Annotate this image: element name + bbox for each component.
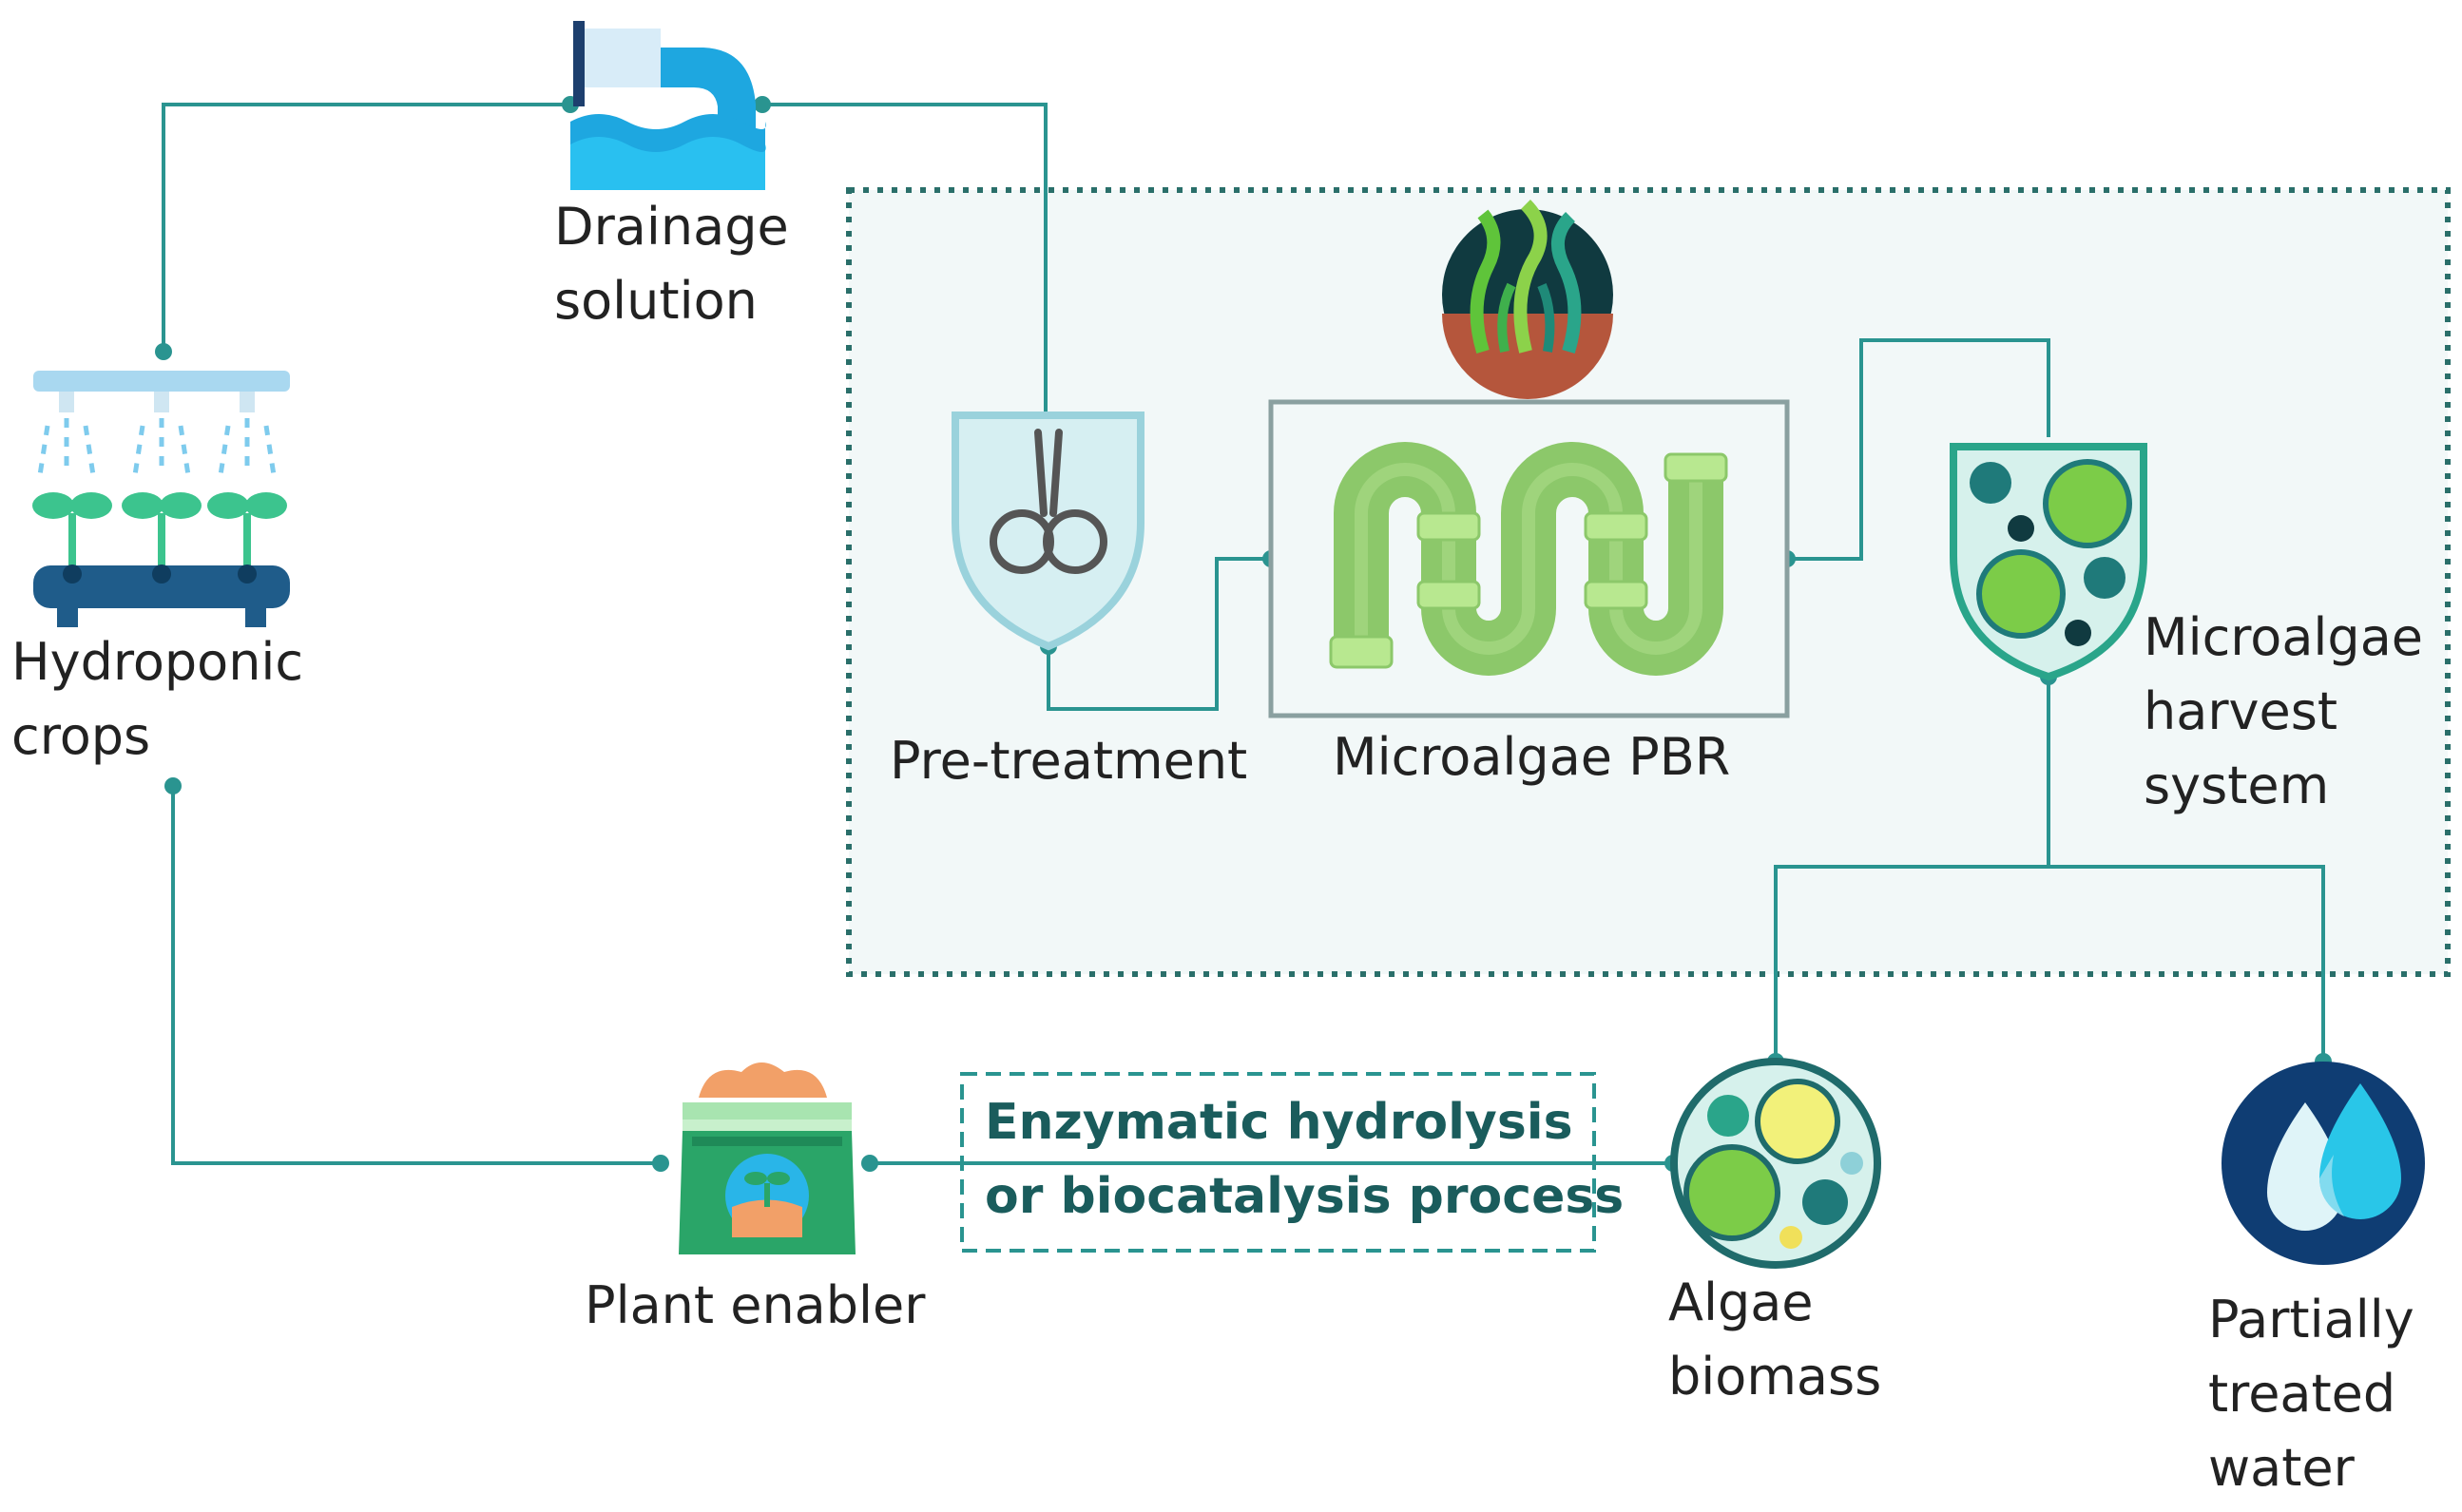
harvest-label: Microalgae harvest system: [2144, 607, 2424, 815]
pbr-label: Microalgae PBR: [1333, 727, 1731, 787]
connector-pretreatment-pbr: [1047, 557, 1271, 711]
seaweed-icon: [1442, 200, 1613, 399]
process-box: [960, 1072, 1596, 1253]
drainage-pipe-icon: [570, 21, 766, 190]
hydroponic-label: Hydroponic crops: [11, 632, 304, 766]
connectors: [162, 103, 2325, 1165]
pretreatment-label: Pre-treatment: [890, 731, 1248, 791]
harvest-system-icon: [1950, 443, 2147, 681]
connector-hydroponic-drainage: [162, 103, 570, 352]
biomass-label: Algae biomass: [1668, 1273, 1882, 1407]
connector-harvest-split: [1774, 677, 2050, 1062]
fertilizer-bag-icon: [679, 1062, 856, 1254]
water-label: Partially treated water: [2208, 1290, 2414, 1498]
connector-drainage-pretreatment: [762, 103, 1048, 415]
algae-biomass-icon: [1670, 1058, 1881, 1269]
hydroponic-crops-icon: [32, 371, 290, 627]
drainage-label: Drainage solution: [554, 197, 789, 331]
connector-enabler-hydroponic: [171, 786, 661, 1165]
plant-enabler-label: Plant enabler: [585, 1275, 926, 1335]
pbr-reactor-icon: [1268, 399, 1790, 718]
water-drops-icon: [2222, 1062, 2425, 1265]
pretreatment-scissors-icon: [952, 411, 1144, 651]
connector-pbr-harvest: [1787, 338, 2050, 561]
connector-harvest-water: [2048, 865, 2325, 1062]
process-label: Enzymatic hydrolysis or biocatalysis pro…: [985, 1094, 1625, 1225]
